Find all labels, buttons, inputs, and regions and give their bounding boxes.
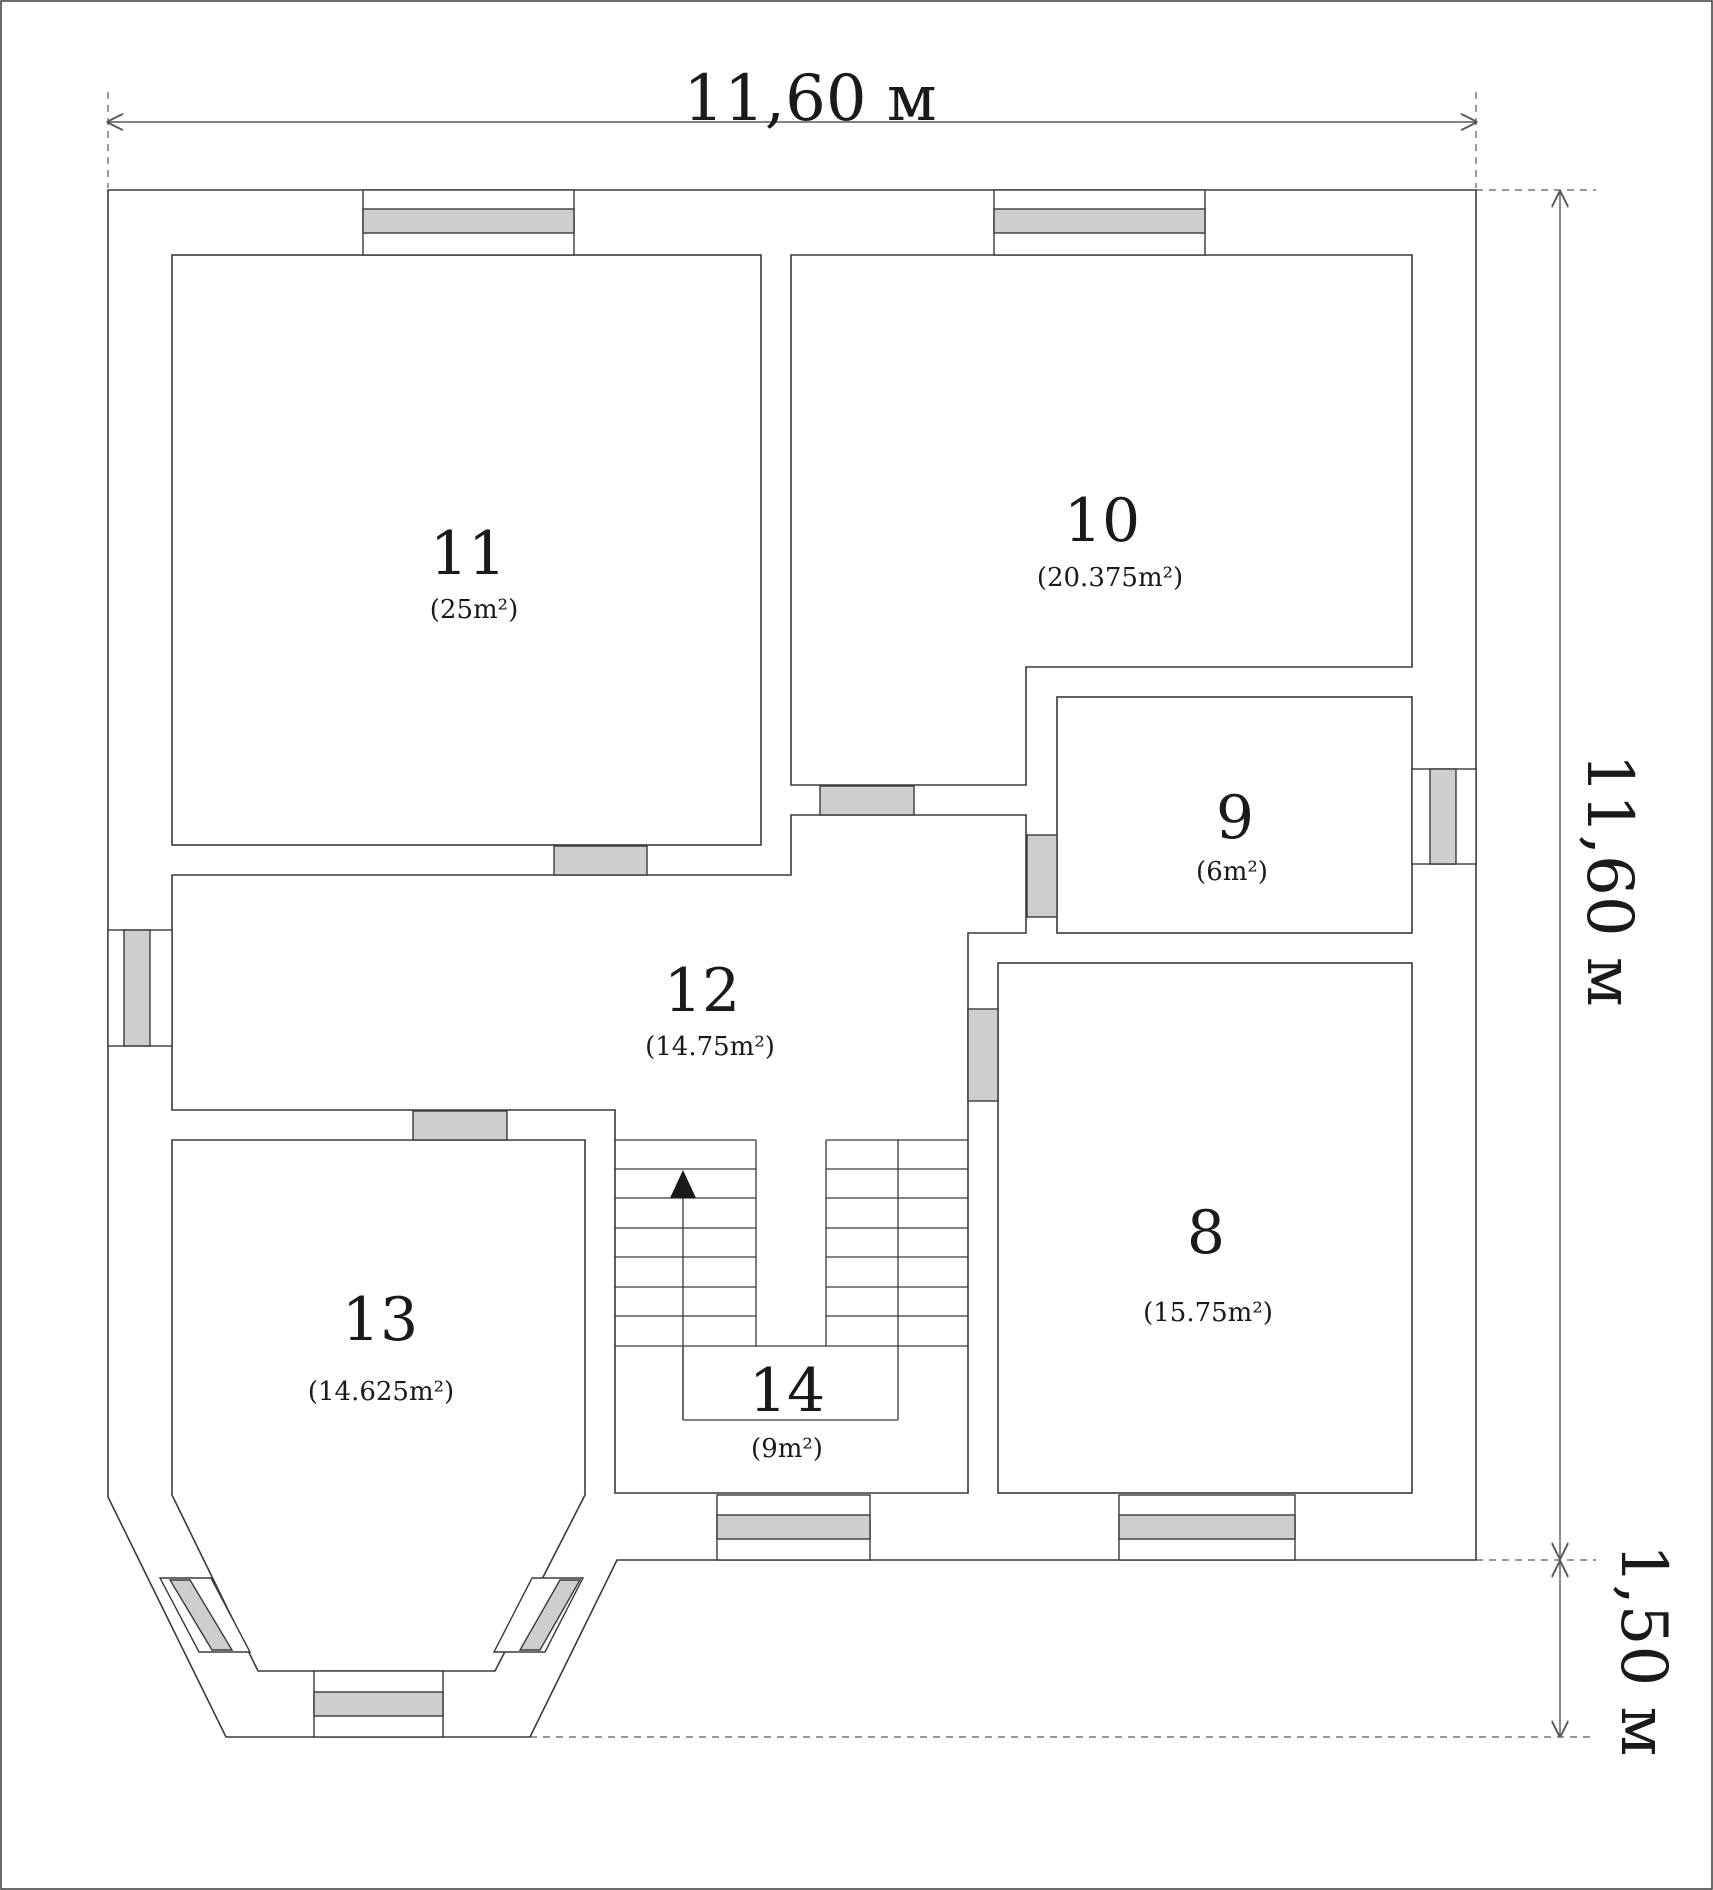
room-10-label: 10 (20.375m²) xyxy=(1037,486,1183,593)
windows xyxy=(107,189,1477,1738)
room-13-label: 13 (14.625m²) xyxy=(308,1285,454,1407)
svg-text:(6m²): (6m²) xyxy=(1196,857,1268,887)
svg-text:14: 14 xyxy=(749,1356,825,1426)
svg-text:11: 11 xyxy=(430,519,506,589)
dimension-right: 11,60 м xyxy=(1476,189,1646,1561)
svg-text:(14.75m²): (14.75m²) xyxy=(645,1032,775,1062)
room-10-outline xyxy=(790,254,1413,786)
room-11-label: 11 (25m²) xyxy=(430,519,518,625)
svg-text:(25m²): (25m²) xyxy=(430,595,518,625)
svg-text:10: 10 xyxy=(1064,486,1140,556)
room-12-outline xyxy=(171,814,1027,1494)
dimension-right-label: 11,60 м xyxy=(1572,753,1646,1006)
room-9-label: 9 (6m²) xyxy=(1196,783,1268,887)
room-8-label: 8 (15.75m²) xyxy=(1143,1198,1273,1328)
exterior-wall xyxy=(107,189,1477,1738)
svg-text:9: 9 xyxy=(1216,783,1254,853)
svg-text:(14.625m²): (14.625m²) xyxy=(308,1377,454,1407)
doors xyxy=(412,785,1058,1141)
svg-text:(9m²): (9m²) xyxy=(751,1434,823,1464)
svg-text:8: 8 xyxy=(1187,1198,1225,1268)
room-8-outline xyxy=(997,962,1413,1494)
room-14-label: 14 (9m²) xyxy=(749,1356,825,1464)
svg-text:12: 12 xyxy=(664,956,740,1026)
dimension-top: 11,60 м xyxy=(108,62,1476,188)
svg-text:(20.375m²): (20.375m²) xyxy=(1037,563,1183,593)
dimension-extension-label: 1,50 м xyxy=(1606,1544,1680,1757)
svg-text:(15.75m²): (15.75m²) xyxy=(1143,1298,1273,1328)
staircase xyxy=(615,1139,968,1421)
room-12-label: 12 (14.75m²) xyxy=(645,956,775,1062)
dimension-extension: 1,50 м xyxy=(530,1544,1680,1757)
room-13-outline xyxy=(171,1139,586,1672)
stair-arrow-icon xyxy=(670,1170,696,1198)
dimension-top-label: 11,60 м xyxy=(683,62,936,136)
svg-text:13: 13 xyxy=(342,1285,418,1355)
